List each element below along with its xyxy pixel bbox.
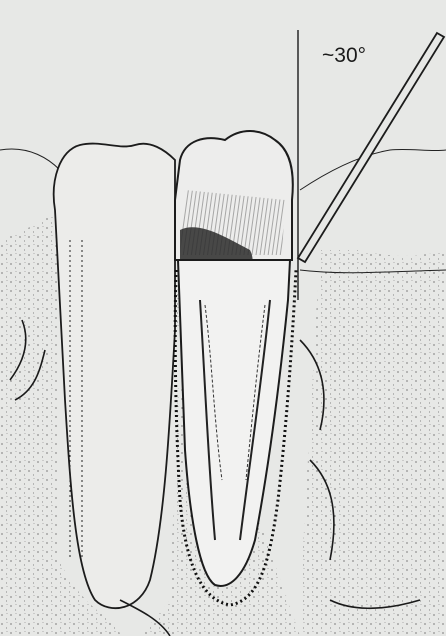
angle-label: ~30° [322, 44, 366, 68]
tooth-root [178, 260, 290, 586]
probe-instrument [298, 33, 444, 262]
neighbor-tooth [54, 144, 175, 609]
